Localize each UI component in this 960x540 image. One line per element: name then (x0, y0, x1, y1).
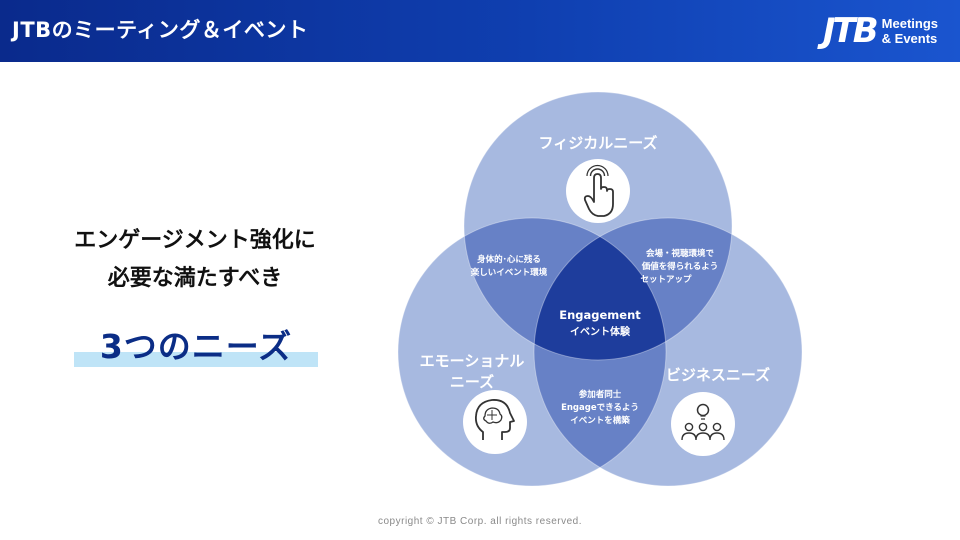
page-title: JTBのミーティング＆イベント (12, 18, 309, 42)
jtb-logo: JTB Meetings & Events (823, 11, 938, 51)
overlap-emo-biz-line-2: Engageできるよう (561, 403, 639, 413)
overlap-phys-biz-line-3: セットアップ (640, 274, 692, 285)
label-physical: フィジカルニーズ (539, 134, 658, 152)
logo-line-meetings: Meetings (881, 16, 938, 31)
venn-diagram: フィジカルニーズ エモーショナル ニーズ ビジネスニーズ 身体的･心に残る 楽し… (397, 91, 803, 487)
head-brain-icon (463, 390, 527, 454)
overlap-emo-biz-line-3: イベントを構築 (570, 415, 630, 426)
overlap-phys-emo-line-2: 楽しいイベント環境 (470, 267, 548, 278)
overlap-emo-biz-line-1: 参加者同士 (579, 389, 622, 400)
three-needs-text: 3つのニーズ (99, 327, 293, 366)
lead-text: エンゲージメント強化に 必要な満たすべき (40, 222, 350, 298)
header-bar: JTBのミーティング＆イベント JTB Meetings & Events (0, 0, 960, 62)
overlap-phys-biz-line-1: 会場・視聴環境で (645, 248, 715, 259)
team-idea-icon (671, 392, 735, 456)
three-needs-heading: 3つのニーズ (74, 318, 318, 370)
logo-mark: JTB (822, 11, 879, 51)
center-line-1: Engagement (559, 308, 641, 322)
lead-line-1: エンゲージメント強化に (74, 228, 316, 253)
overlap-center (534, 218, 666, 360)
label-emotional-1: エモーショナル (420, 352, 525, 370)
label-emotional-2: ニーズ (450, 373, 494, 391)
overlap-phys-biz-line-2: 価値を得られるよう (641, 261, 719, 272)
logo-line-events: & Events (881, 31, 938, 46)
lead-line-2: 必要な満たすべき (107, 266, 283, 291)
label-business: ビジネスニーズ (666, 366, 770, 384)
center-line-2: イベント体験 (570, 325, 631, 338)
overlap-phys-emo-line-1: 身体的･心に残る (476, 254, 541, 265)
touch-icon (566, 159, 630, 223)
heading-highlight (74, 352, 318, 367)
logo-caption: Meetings & Events (882, 16, 938, 46)
copyright-footer: copyright © JTB Corp. all rights reserve… (378, 516, 582, 527)
